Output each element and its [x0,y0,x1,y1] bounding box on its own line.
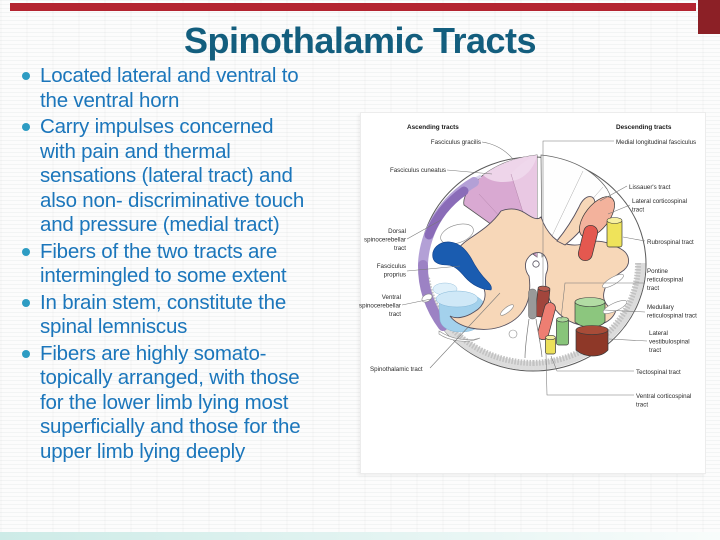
pointer-lines [401,140,648,396]
label-lissauers-tract: Lissauer's tract [629,184,671,191]
label-fasciculus-proprius: Fasciculus [377,263,406,270]
svg-text:tract: tract [632,207,644,214]
svg-text:reticulospinal: reticulospinal [647,277,683,284]
red-accent-region [577,224,599,262]
bullet-item: Fibers are highly somato- topically arra… [22,342,368,465]
label-medullary-reticulospinal: Medullary [647,304,675,311]
svg-text:tract: tract [636,402,648,409]
label-tectospinal: Tectospinal tract [636,369,681,376]
ventral-corticospinal-region [537,302,556,341]
svg-text:tract: tract [394,245,406,252]
bullet-dot-icon [22,247,30,256]
bullet-item: Carry impulses concerned with pain and t… [22,115,368,238]
svg-text:reticulospinal tract: reticulospinal tract [647,313,697,320]
bullet-item: Located lateral and ventral to the ventr… [22,64,368,113]
central-canal [532,260,540,268]
diagram-labels: Ascending tracts Descending tracts Fasci… [359,124,697,409]
bullet-text: Carry impulses concerned with pain and t… [40,115,305,236]
label-mlf: Medial longitudinal fasciculus [616,139,696,146]
anatomy-diagram: Ascending tracts Descending tracts Fasci… [359,112,706,474]
page-title: Spinothalamic Tracts [183,20,537,61]
descending-tract-shapes [534,196,623,357]
label-spinothalamic-tract: Spinothalamic tract [370,366,423,373]
bullet-dot-icon [22,298,30,307]
bullet-dot-icon [22,349,30,358]
top-red-stripe [10,3,696,11]
label-dorsal-spinocerebellar: Dorsal [388,228,406,235]
label-rubrospinal: Rubrospinal tract [647,239,694,246]
label-lateral-vestibulospinal: Lateral [649,330,668,337]
svg-text:vestibulospinal: vestibulospinal [649,339,690,346]
svg-text:tract: tract [647,285,659,292]
bullet-item: In brain stem, constitute the spinal lem… [22,291,368,340]
ventral-median-fissure [524,288,543,359]
bullet-list: Located lateral and ventral to the ventr… [22,64,368,464]
pontine-reticulospinal-region [556,318,569,346]
bullet-text: Fibers of the two tracts are intermingle… [40,239,287,288]
ascending-header: Ascending tracts [407,124,459,131]
svg-text:spinocerebellar: spinocerebellar [364,237,406,244]
spinal-cord-cross-section: Ascending tracts Descending tracts Fasci… [359,124,697,409]
bullet-dot-icon [22,72,30,80]
label-ventral-spinocerebellar: Ventral [382,294,401,301]
label-fasciculus-cuneatus: Fasciculus cuneatus [390,167,446,174]
bullet-text: In brain stem, constitute the spinal lem… [40,290,287,339]
rubrospinal-region [606,219,623,248]
svg-text:proprius: proprius [384,272,406,279]
spinothalamic-highlight [432,241,492,291]
bullet-dot-icon [22,123,30,131]
svg-text:tract: tract [389,311,401,318]
label-fasciculus-gracilis: Fasciculus gracilis [431,139,481,146]
descending-header: Descending tracts [616,124,672,131]
svg-text:tract: tract [649,347,661,354]
dorsal-column-cap [483,155,537,183]
label-lateral-corticospinal: Lateral corticospinal [632,198,687,205]
bullet-item: Fibers of the two tracts are intermingle… [22,240,368,289]
label-ventral-corticospinal: Ventral corticospinal [636,393,691,400]
bottom-accent-bar [0,532,720,540]
bullet-text: Located lateral and ventral to the ventr… [40,64,299,112]
label-pontine-reticulospinal: Pontine [647,268,669,275]
svg-text:spinocerebellar: spinocerebellar [359,303,401,310]
corner-accent-block [698,0,720,34]
bullet-text: Fibers are highly somato- topically arra… [40,341,301,463]
